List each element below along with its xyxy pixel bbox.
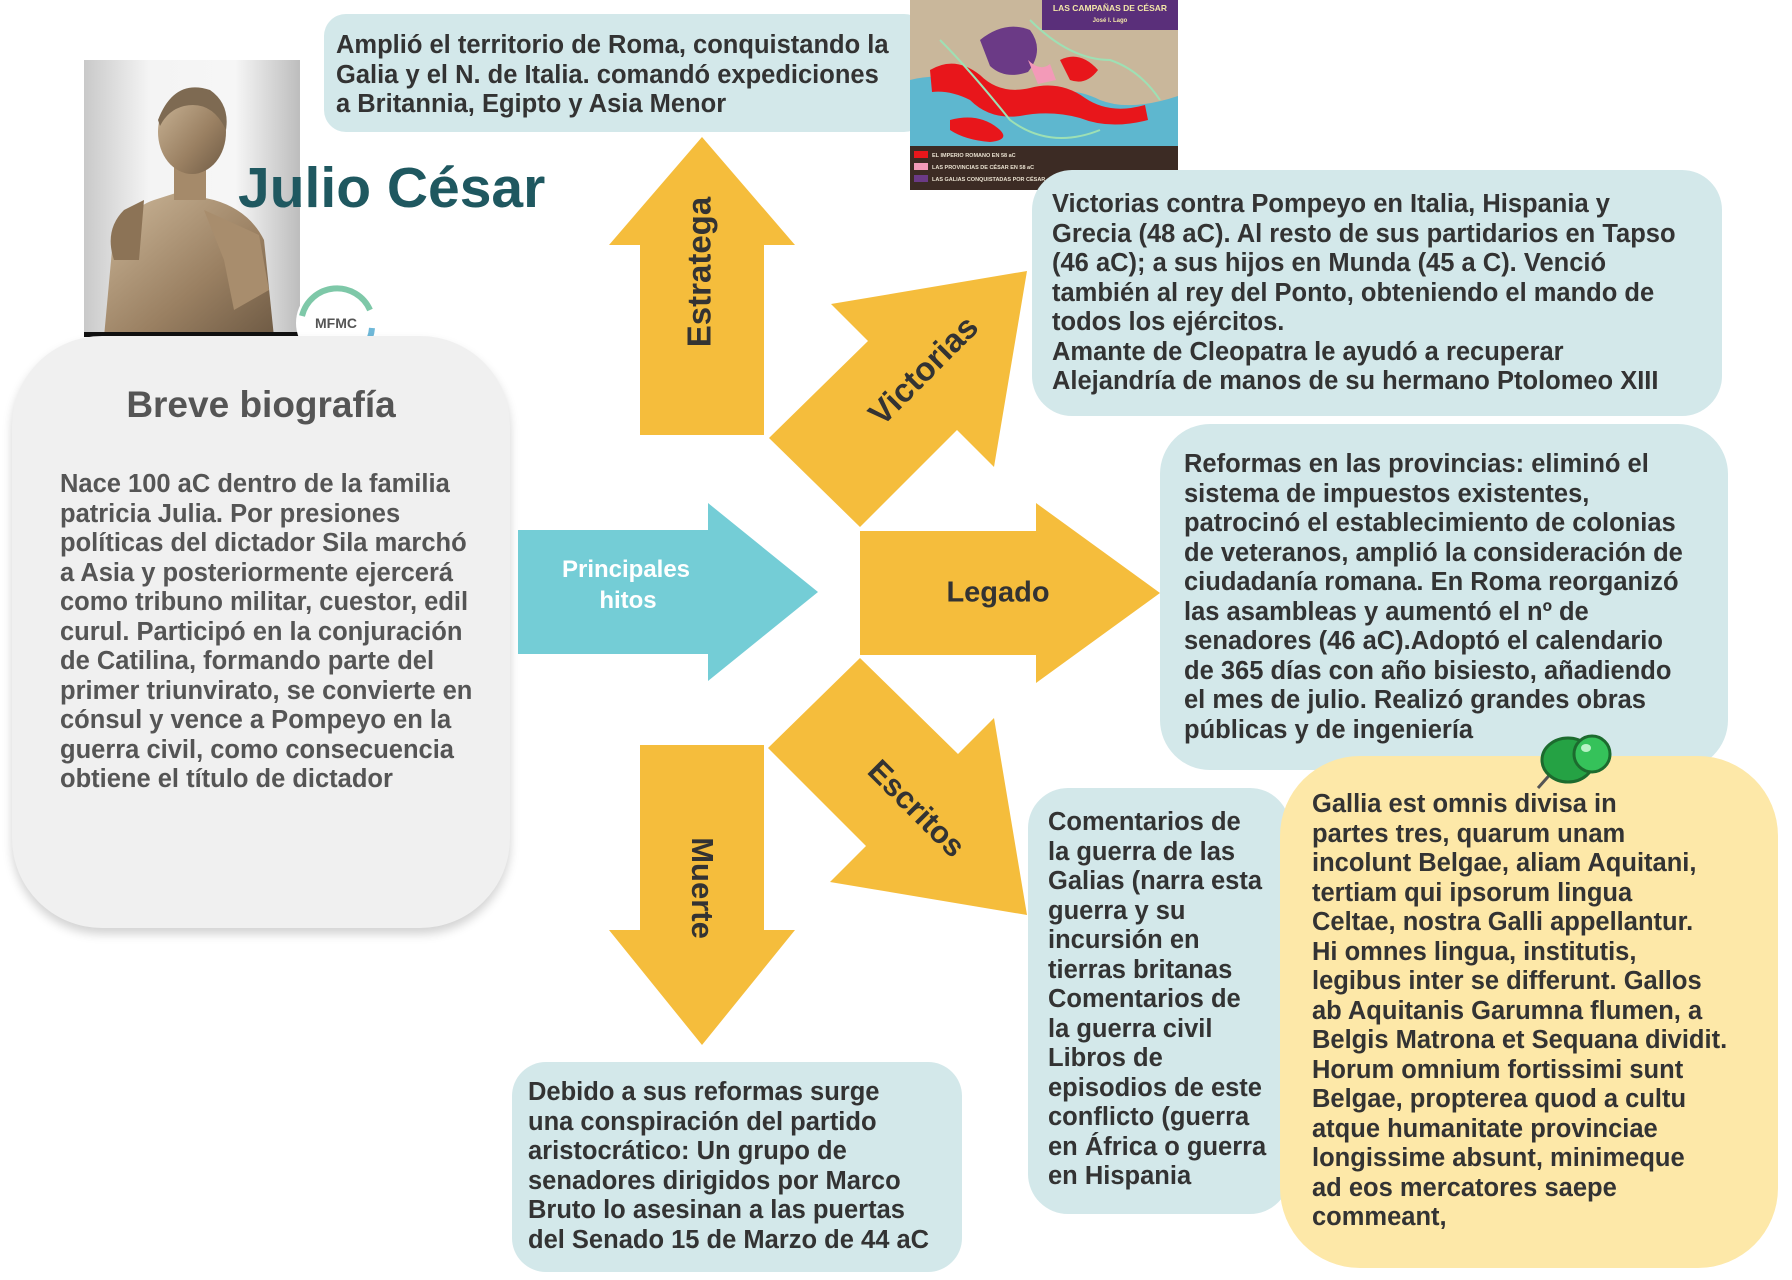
estratega-arrow-label: Estratega — [681, 196, 718, 347]
escritos-box: Comentarios de la guerra de las Galias (… — [1028, 788, 1290, 1214]
map-legend-1: EL IMPERIO ROMANO EN 58 aC — [932, 153, 1016, 159]
victorias-text: Victorias contra Pompeyo en Italia, Hisp… — [1052, 190, 1720, 397]
latin-quote-text: Gallia est omnis divisa in partes tres, … — [1312, 790, 1774, 1233]
map-author: José I. Lago — [1093, 18, 1128, 24]
latin-quote-box: Gallia est omnis divisa in partes tres, … — [1280, 756, 1778, 1268]
muerte-box: Debido a sus reformas surge una conspira… — [512, 1062, 962, 1272]
estratega-box: Amplió el territorio de Roma, conquistan… — [324, 14, 926, 132]
legado-text: Reformas en las provincias: eliminó el s… — [1184, 450, 1724, 745]
legado-box: Reformas en las provincias: eliminó el s… — [1160, 424, 1728, 770]
estratega-text: Amplió el territorio de Roma, conquistan… — [336, 31, 926, 120]
principales-hitos-line1: Principales — [562, 556, 690, 583]
muerte-text: Debido a sus reformas surge una conspira… — [528, 1078, 960, 1255]
victorias-box: Victorias contra Pompeyo en Italia, Hisp… — [1032, 170, 1722, 416]
muerte-arrow-label: Muerte — [685, 837, 720, 939]
principales-hitos-line2: hitos — [599, 587, 656, 614]
map-legend-2: LAS PROVINCIAS DE CÉSAR EN 58 aC — [932, 163, 1034, 171]
principales-hitos-arrow — [518, 503, 818, 681]
escritos-text: Comentarios de la guerra de las Galias (… — [1048, 808, 1290, 1192]
campaigns-map: LAS CAMPAÑAS DE CÉSAR José I. Lago EL IM… — [910, 0, 1178, 190]
pushpin-icon — [1520, 730, 1620, 800]
map-title: LAS CAMPAÑAS DE CÉSAR — [1053, 3, 1167, 13]
legado-arrow-label: Legado — [946, 577, 1049, 609]
